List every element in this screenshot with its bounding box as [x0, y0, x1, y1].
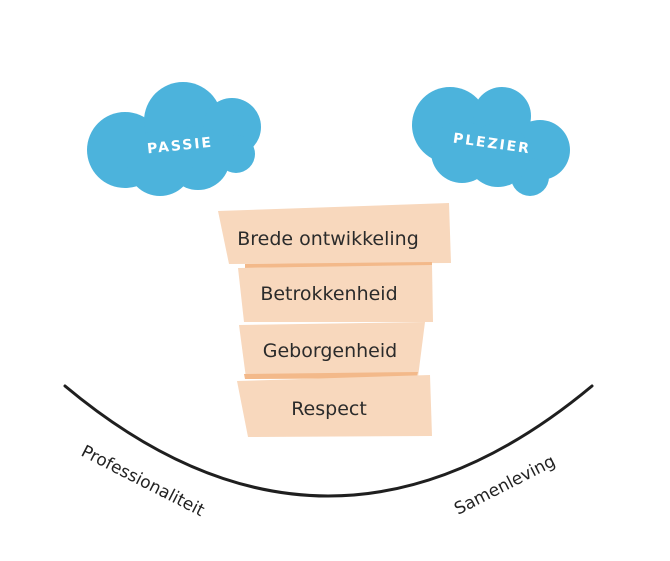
block-brede-ontwikkeling: Brede ontwikkeling [218, 203, 451, 264]
arc-label-professionaliteit: Professionaliteit [78, 442, 208, 521]
block-label-betrokkenheid: Betrokkenheid [260, 283, 397, 305]
block-label-respect: Respect [291, 398, 367, 420]
block-label-brede-ontwikkeling: Brede ontwikkeling [237, 228, 419, 250]
cloud-plezier: PLEZIER [412, 87, 570, 196]
block-geborgenheid: Geborgenheid [239, 322, 425, 379]
arc-label-samenleving: Samenleving [451, 451, 559, 519]
block-respect: Respect [237, 375, 432, 437]
cloud-passie: PASSIE [87, 82, 261, 196]
block-label-geborgenheid: Geborgenheid [263, 340, 397, 362]
smile-arc [63, 384, 594, 498]
cloud-label-passie: PASSIE [146, 135, 213, 158]
block-betrokkenheid: Betrokkenheid [238, 262, 433, 322]
